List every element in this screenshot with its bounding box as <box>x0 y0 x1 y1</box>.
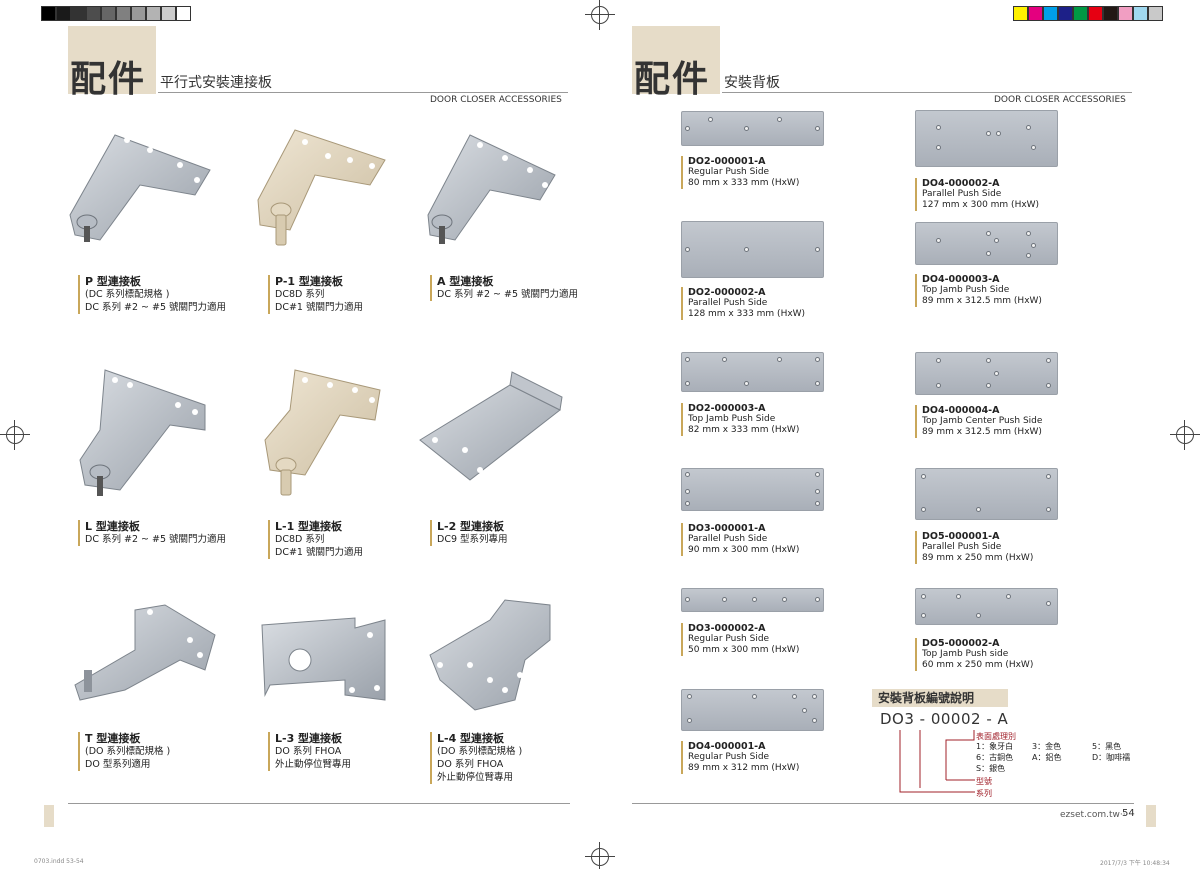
gray-swatch <box>86 6 101 21</box>
plate-image-do2-000001 <box>681 111 824 146</box>
process-color-swatch <box>1148 6 1163 21</box>
plate-caption-do2-000002: DO2-000002-A Parallel Push Side 128 mm x… <box>681 287 805 320</box>
left-page-tab <box>44 805 54 827</box>
plate-image-do5-000002 <box>915 588 1058 625</box>
a-type-bracket-icon <box>427 134 556 244</box>
process-color-swatch <box>1088 6 1103 21</box>
finish-label: 表面處理別 <box>976 732 1016 741</box>
gray-swatch <box>146 6 161 21</box>
plate-image-do5-000001 <box>915 468 1058 520</box>
process-color-swatch <box>1058 6 1073 21</box>
grayscale-color-bar <box>41 0 191 21</box>
finish-s: S：銀色 <box>976 764 1006 773</box>
left-page-title: 配件 <box>70 59 147 100</box>
process-color-swatch <box>1013 6 1028 21</box>
finish-3: 3：金色 <box>1032 742 1062 751</box>
registration-mark-bottom <box>585 842 615 869</box>
plate-image-do3-000002 <box>681 588 824 612</box>
finish-a: A：鋁色 <box>1032 753 1062 762</box>
process-color-bar <box>1013 0 1163 21</box>
t-type-bracket-icon <box>74 604 216 701</box>
p-type-bracket-icon <box>69 134 211 242</box>
process-color-swatch <box>1073 6 1088 21</box>
plate-caption-do2-000003: DO2-000003-A Top Jamb Push Side 82 mm x … <box>681 403 799 436</box>
website-reference: ezset.com.tw‧‧‧ <box>1060 810 1129 820</box>
left-bottom-rule <box>68 803 570 804</box>
l4-type-bracket-icon <box>429 599 551 711</box>
product-caption-l: L 型連接板 DC 系列 #2 ~ #5 號關門力適用 <box>78 520 226 546</box>
plate-image-do4-000002 <box>915 110 1058 167</box>
gray-swatch <box>56 6 71 21</box>
left-title-box <box>68 26 156 94</box>
model-label: 型號 <box>976 777 992 786</box>
process-color-swatch <box>1118 6 1133 21</box>
product-caption-a: A 型連接板 DC 系列 #2 ~ #5 號關門力適用 <box>430 275 578 301</box>
numbering-legend-heading: 安裝背板編號說明 <box>872 689 1008 707</box>
plate-image-do4-000001 <box>681 689 824 731</box>
l-type-bracket-icon <box>79 369 206 496</box>
l1-type-bracket-icon <box>264 369 381 496</box>
gray-swatch <box>116 6 131 21</box>
product-caption-l4: L-4 型連接板 (DO 系列標配規格 ) DO 系列 FHOA 外止動停位臂專… <box>430 732 522 784</box>
page-number: 54 <box>1122 808 1135 819</box>
right-title-rule <box>722 92 1132 93</box>
l2-type-bracket-icon <box>419 371 563 481</box>
left-category-label: DOOR CLOSER ACCESSORIES <box>430 95 562 105</box>
gray-swatch <box>161 6 176 21</box>
registration-mark-left <box>0 420 30 450</box>
right-page-subtitle: 安裝背板 <box>724 75 780 91</box>
product-caption-l3: L-3 型連接板 DO 系列 FHOA 外止動停位臂專用 <box>268 732 351 771</box>
plate-caption-do4-000002: DO4-000002-A Parallel Push Side 127 mm x… <box>915 178 1039 211</box>
plate-image-do2-000003 <box>681 352 824 392</box>
gray-swatch <box>71 6 86 21</box>
registration-mark-top-center-left <box>585 0 615 30</box>
plate-caption-do3-000002: DO3-000002-A Regular Push Side 50 mm x 3… <box>681 623 799 656</box>
product-caption-l2: L-2 型連接板 DC9 型系列專用 <box>430 520 508 546</box>
p1-type-bracket-icon <box>257 129 386 246</box>
gray-swatch <box>131 6 146 21</box>
gray-swatch <box>41 6 56 21</box>
plate-image-do4-000004 <box>915 352 1058 395</box>
registration-mark-right <box>1170 420 1200 450</box>
l3-type-bracket-icon <box>261 617 386 701</box>
right-footer-date: 2017/7/3 下午 10:48:34 <box>1100 860 1170 867</box>
gray-swatch <box>176 6 191 21</box>
product-caption-p1: P-1 型連接板 DC8D 系列 DC#1 號關門力適用 <box>268 275 363 314</box>
plate-caption-do4-000003: DO4-000003-A Top Jamb Push Side 89 mm x … <box>915 274 1042 307</box>
plate-caption-do4-000001: DO4-000001-A Regular Push Side 89 mm x 3… <box>681 741 799 774</box>
process-color-swatch <box>1133 6 1148 21</box>
legend-connector-lines <box>899 730 975 793</box>
right-bottom-rule <box>632 803 1134 804</box>
left-title-rule <box>158 92 568 93</box>
plate-caption-do2-000001: DO2-000001-A Regular Push Side 80 mm x 3… <box>681 156 799 189</box>
plate-image-do4-000003 <box>915 222 1058 265</box>
finish-6: 6：古銅色 <box>976 753 1014 762</box>
right-category-label: DOOR CLOSER ACCESSORIES <box>994 95 1126 105</box>
finish-5: 5：黑色 <box>1092 742 1122 751</box>
right-page-tab <box>1146 805 1156 827</box>
process-color-swatch <box>1028 6 1043 21</box>
plate-image-do3-000001 <box>681 468 824 511</box>
right-title-box <box>632 26 720 94</box>
plate-caption-do5-000002: DO5-000002-A Top Jamb Push side 60 mm x … <box>915 638 1033 671</box>
left-footer-file: 0703.indd 53-54 <box>34 858 84 865</box>
finish-d: D：咖啡襦 <box>1092 753 1131 762</box>
numbering-example: DO3 - 00002 - A <box>880 710 1009 728</box>
finish-1: 1：象牙白 <box>976 742 1014 751</box>
product-caption-t: T 型連接板 (DO 系列標配規格 ) DO 型系列適用 <box>78 732 170 771</box>
plate-image-do2-000002 <box>681 221 824 278</box>
gray-swatch <box>101 6 116 21</box>
plate-caption-do5-000001: DO5-000001-A Parallel Push Side 89 mm x … <box>915 531 1033 564</box>
right-page-title: 配件 <box>634 59 711 100</box>
plate-caption-do3-000001: DO3-000001-A Parallel Push Side 90 mm x … <box>681 523 799 556</box>
plate-caption-do4-000004: DO4-000004-A Top Jamb Center Push Side 8… <box>915 405 1042 438</box>
left-page-subtitle: 平行式安裝連接板 <box>160 75 272 91</box>
product-caption-l1: L-1 型連接板 DC8D 系列 DC#1 號關門力適用 <box>268 520 363 559</box>
series-label: 系列 <box>976 789 992 798</box>
process-color-swatch <box>1103 6 1118 21</box>
product-caption-p: P 型連接板 (DC 系列標配規格 ) DC 系列 #2 ~ #5 號關門力適用 <box>78 275 226 314</box>
process-color-swatch <box>1043 6 1058 21</box>
left-product-images <box>69 129 563 711</box>
